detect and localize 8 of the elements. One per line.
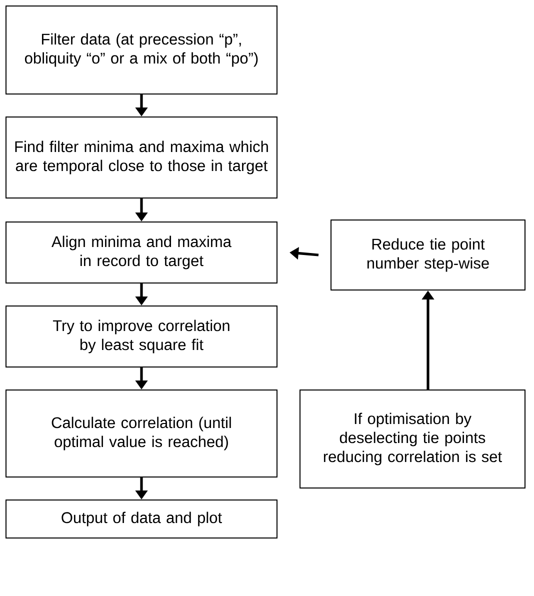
process-box: Find filter minima and maxima which are temporal close to those in target <box>6 116 278 198</box>
process-box: Align minima and maxima in record to target <box>6 222 278 284</box>
process-box: Filter data (at precession “p”, obliquity “o” or a mix of both “po”) <box>6 6 278 94</box>
process-box: Output of data and plot <box>6 500 278 538</box>
process-box: If optimisation by deselecting tie points reducing correlation is set <box>300 390 526 488</box>
process-box: Try to improve correlation by least square fit <box>6 306 278 368</box>
process-box: Reduce tie point number step-wise <box>330 220 526 290</box>
process-box: Calculate correlation (until optimal value is reached) <box>6 390 278 478</box>
